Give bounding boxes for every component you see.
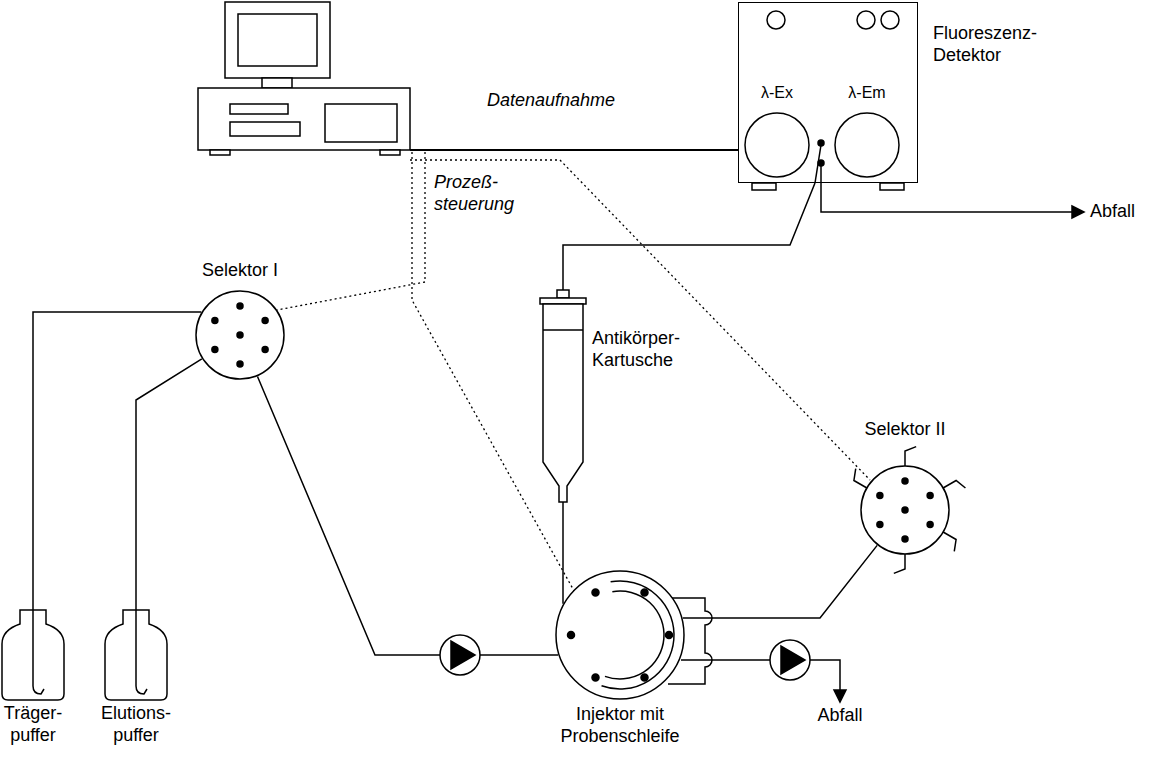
injector-plumbing	[668, 598, 846, 702]
tube-line	[33, 312, 201, 610]
tube-line	[136, 359, 202, 610]
selector-valve-outline	[860, 465, 950, 555]
buffer-bottle-outline	[105, 610, 167, 700]
tube-connector	[33, 312, 201, 610]
tube-connector	[683, 545, 877, 618]
computer	[198, 2, 410, 155]
wavelength-knob: λ-Em	[831, 83, 903, 179]
signal-label: Prozeß- steuerung	[434, 172, 514, 215]
control-lines	[277, 152, 870, 598]
component-label: Selektor I	[202, 260, 278, 282]
component-label: Fluoreszenz- Detektor	[933, 23, 1037, 66]
component-label: Injektor mit Probenschleife	[555, 704, 685, 747]
antibody-cartridge: Antikörper- Kartusche	[540, 290, 586, 502]
tube-connector	[563, 183, 815, 290]
knob-label: λ-Em	[831, 83, 903, 102]
selector-valve: Selektor II	[860, 465, 950, 555]
tube-connector	[136, 359, 202, 610]
buffer-bottle: Träger- puffer	[2, 610, 64, 700]
component-label: Elutions- puffer	[101, 703, 171, 746]
wavelength-knob: λ-Ex	[741, 83, 813, 179]
tube-line	[563, 183, 815, 290]
component-label: Träger- puffer	[4, 703, 62, 746]
selector-valve-outline	[195, 290, 285, 380]
component-label: Selektor II	[864, 419, 945, 441]
injection-valve: Injektor mit Probenschleife	[555, 570, 685, 700]
tube-line	[562, 502, 564, 604]
tube-line	[683, 545, 877, 618]
waste-label: Abfall	[1090, 201, 1135, 223]
tube-connector	[563, 502, 564, 604]
signal-label: Datenaufnahme	[487, 90, 615, 112]
tube-line	[257, 376, 558, 655]
detector-box: Fluoreszenz- Detektorλ-Exλ-Em	[738, 2, 918, 183]
waste-label: Abfall	[817, 705, 862, 727]
buffer-bottle: Elutions- puffer	[105, 610, 167, 700]
antibody-cartridge-outline	[540, 290, 586, 502]
buffer-bottle-outline	[2, 610, 64, 700]
detector-details	[752, 11, 1084, 218]
injection-valve-outline	[555, 570, 685, 700]
pump-symbol	[770, 640, 810, 680]
pump-symbol	[440, 635, 480, 675]
tube-connector	[257, 376, 558, 655]
data-cable	[410, 149, 738, 151]
selector-valve: Selektor I	[195, 290, 285, 380]
knob-label: λ-Ex	[741, 83, 813, 102]
component-label: Antikörper- Kartusche	[592, 328, 680, 371]
